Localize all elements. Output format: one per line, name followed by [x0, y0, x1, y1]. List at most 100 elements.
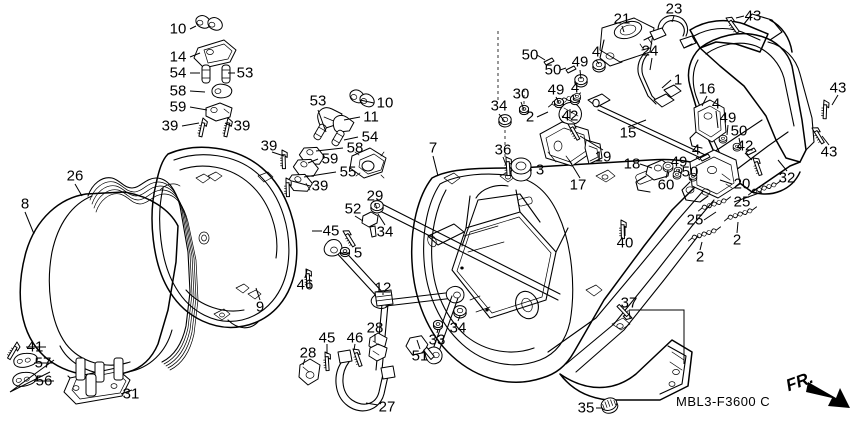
callout-number: 2 [732, 231, 742, 249]
callout-number: 9 [255, 298, 265, 316]
callout-number: 14 [169, 48, 187, 66]
callout-number: 29 [366, 187, 384, 205]
callout-number: 23 [665, 0, 683, 18]
callout-number: 50 [730, 122, 748, 140]
part-26-seal [87, 177, 199, 371]
callout-number: 55 [339, 163, 357, 181]
callout-number: 45 [322, 222, 340, 240]
callout-number: 35 [577, 399, 595, 417]
callout-number: 49 [571, 53, 589, 71]
callout-number: 31 [122, 385, 140, 403]
hardware-upper-center [497, 57, 606, 178]
part-20-bracket-assembly [681, 149, 741, 203]
callout-number: 60 [657, 176, 675, 194]
callout-number: 39 [311, 177, 329, 195]
callout-number: 15 [619, 124, 637, 142]
part-1-cable [637, 47, 682, 108]
callout-number: 45 [318, 329, 336, 347]
callout-number: 25 [733, 193, 751, 211]
front-direction-arrow [806, 382, 850, 408]
callout-number: 43 [820, 143, 838, 161]
callout-number: 5 [353, 244, 363, 262]
callout-number: 20 [733, 175, 751, 193]
callout-number: 2 [525, 108, 535, 126]
callout-number: 8 [20, 195, 30, 213]
callout-number: 46 [296, 276, 314, 294]
callout-number: 43 [829, 79, 847, 97]
callout-number: 46 [346, 329, 364, 347]
callout-number: 11 [363, 108, 379, 126]
callout-number: 52 [344, 200, 362, 218]
callout-number: 56 [35, 372, 53, 390]
part-32-duct [687, 13, 815, 195]
callout-number: 54 [361, 128, 379, 146]
hardware-bottom-left [6, 341, 55, 393]
callout-number: 4 [691, 141, 701, 159]
callout-number: 42 [736, 137, 754, 155]
leader-lines [24, 15, 839, 409]
callout-number: 34 [449, 319, 467, 337]
callout-number: 43 [744, 7, 762, 25]
callout-number: 30 [512, 85, 530, 103]
callout-number: 10 [169, 20, 187, 38]
callout-number: 50 [544, 61, 562, 79]
callout-number: 50 [681, 163, 699, 181]
hardware-bottom-center [298, 305, 467, 386]
callout-number: 28 [366, 319, 384, 337]
drawing-part-number: MBL3-F3600 C [676, 394, 771, 409]
callout-number: 34 [490, 97, 508, 115]
callout-number: 28 [299, 344, 317, 362]
part-21-bracket [599, 17, 655, 67]
callout-number: 50 [521, 46, 539, 64]
callout-number: 2 [695, 248, 705, 266]
callout-number: 7 [428, 139, 438, 157]
callout-number: 4 [570, 79, 580, 97]
callout-number: 36 [494, 141, 512, 159]
hardware-cluster-right-of-cover [273, 88, 377, 199]
callout-number: 59 [321, 150, 339, 168]
hardware-right [600, 14, 836, 414]
callout-number: 49 [670, 153, 688, 171]
callout-number: 49 [719, 109, 737, 127]
callout-number: 41 [26, 338, 44, 356]
part-31-holder [63, 357, 131, 405]
callout-number: 57 [34, 354, 52, 372]
callout-number: 42 [561, 107, 579, 125]
callout-number: 33 [428, 331, 446, 349]
part-7-main-housing [410, 158, 715, 401]
callout-number: 37 [620, 294, 638, 312]
callout-number: 58 [169, 82, 187, 100]
callout-number: 39 [233, 117, 251, 135]
part-27-cable [335, 349, 396, 412]
callout-number: 4 [591, 43, 601, 61]
callout-number: 39 [161, 117, 179, 135]
callout-number: 17 [569, 176, 587, 194]
callout-number: 12 [374, 279, 392, 297]
callout-number: 59 [169, 98, 187, 116]
callout-number: 49 [547, 81, 565, 99]
part-16-bracket [689, 99, 727, 149]
callout-number: 40 [616, 234, 634, 252]
callout-number: 26 [66, 167, 84, 185]
callout-number: 10 [376, 94, 394, 112]
part-9-inner-cover [151, 146, 298, 329]
callout-number: 53 [236, 64, 254, 82]
callout-number: 3 [535, 161, 545, 179]
callout-number: 32 [778, 169, 796, 187]
callout-number: 4 [711, 95, 721, 113]
callout-number: 18 [623, 155, 641, 173]
hardware-center-left [297, 200, 384, 290]
callout-number: 39 [260, 137, 278, 155]
callout-number: 27 [378, 398, 396, 416]
callout-number: 58 [346, 139, 364, 157]
callout-number: 25 [686, 211, 704, 229]
callout-number: 51 [411, 347, 429, 365]
callout-number: 21 [613, 10, 631, 28]
part-19-lock-assembly [539, 121, 603, 167]
callout-number: 19 [594, 148, 612, 166]
callout-number: 34 [376, 223, 394, 241]
callout-number: 54 [169, 64, 187, 82]
part-17-stay [349, 147, 561, 301]
